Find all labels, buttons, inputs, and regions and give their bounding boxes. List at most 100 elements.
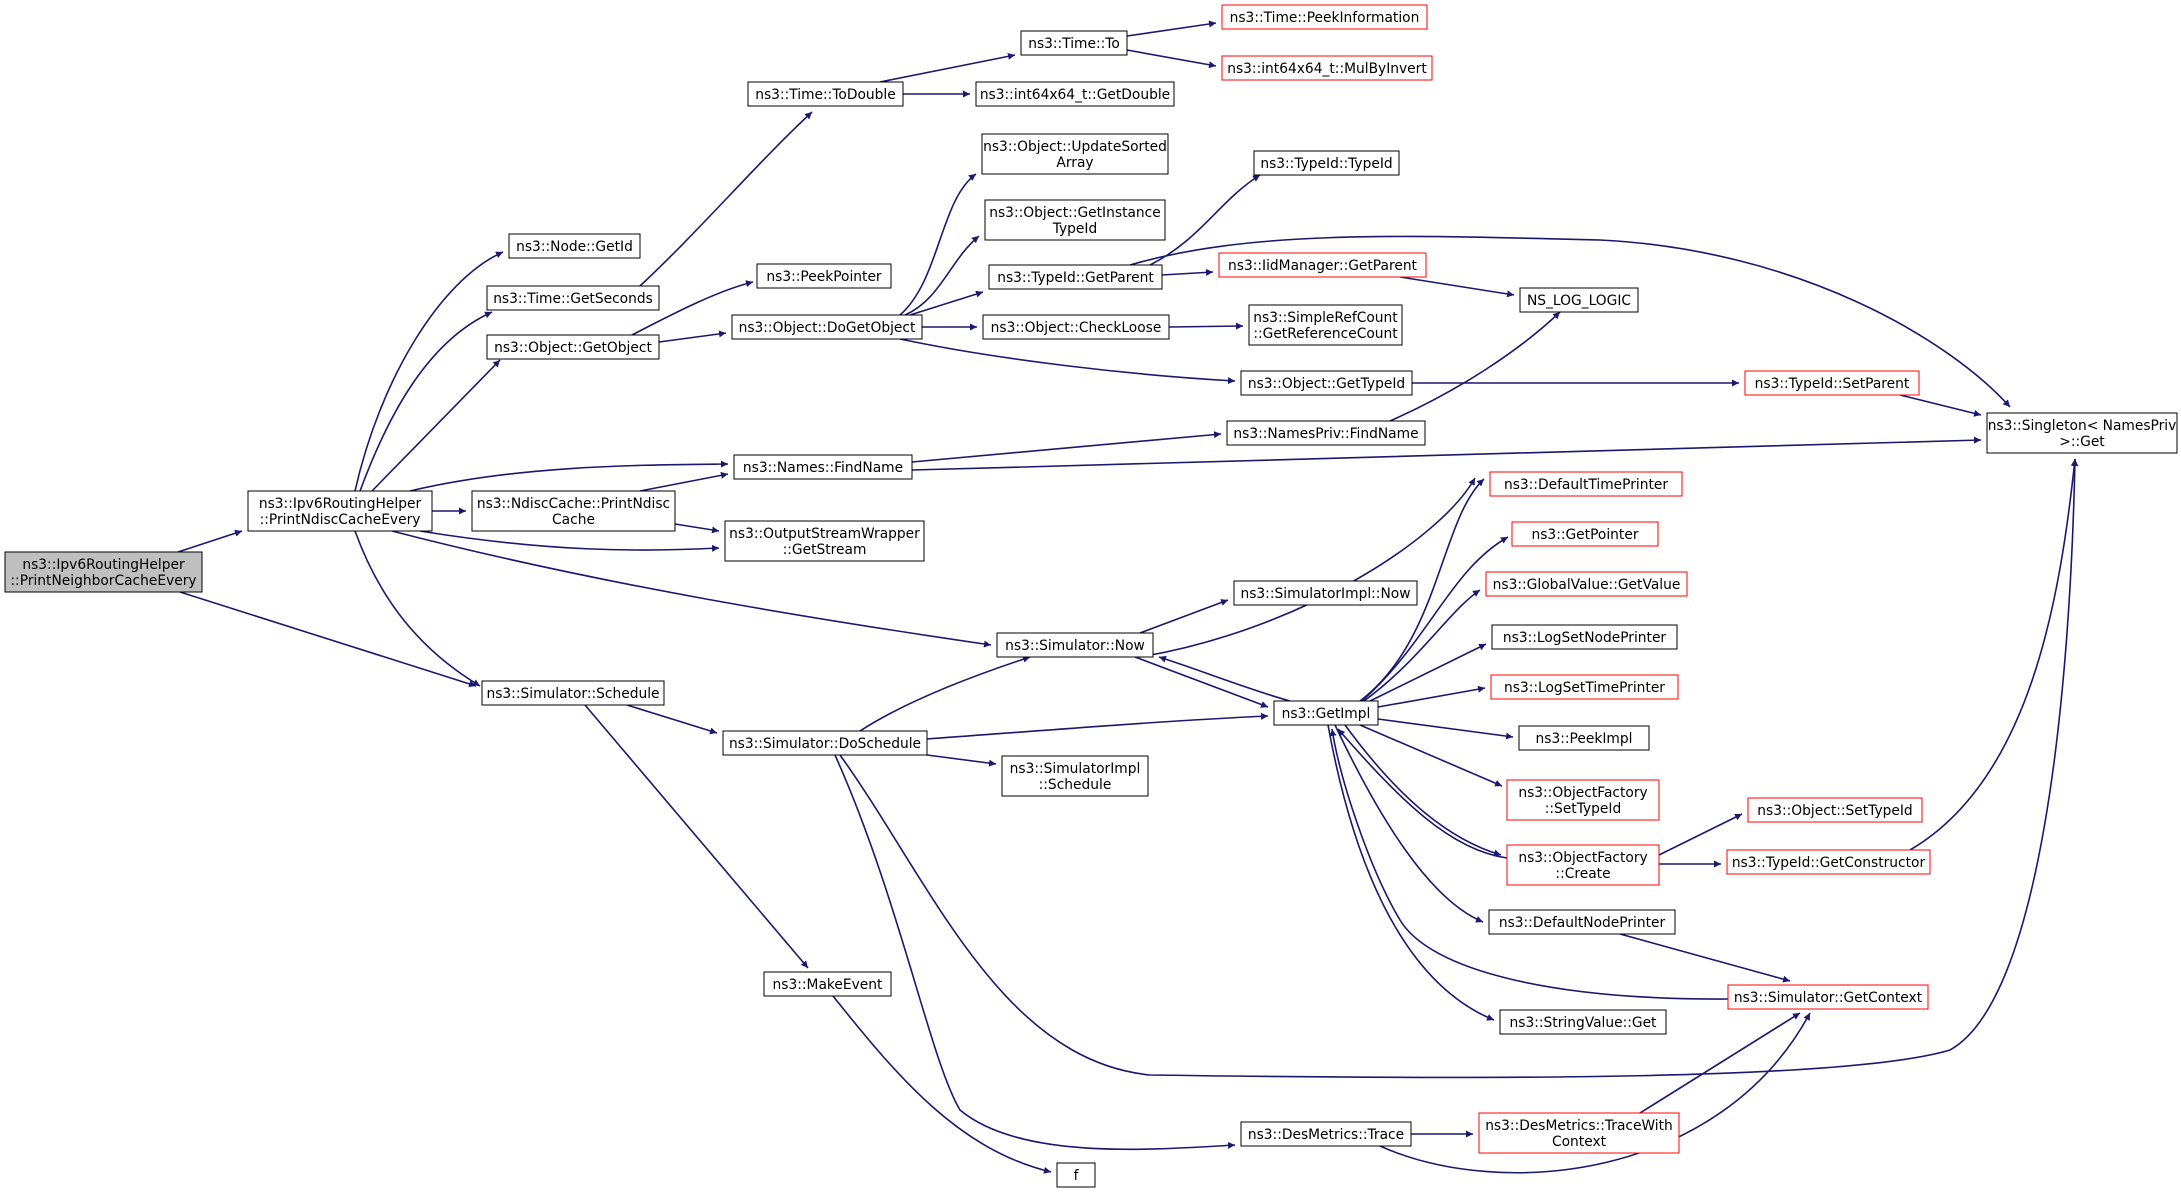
function-node-findname[interactable]: ns3::Names::FindName [733, 454, 913, 480]
call-edge-getimpl-to-logtime [1377, 685, 1486, 708]
function-node-objgettypeid[interactable]: ns3::Object::GetTypeId [1240, 370, 1413, 396]
node-label: ns3::int64x64_t::GetDouble [980, 87, 1170, 103]
call-edge-timeto-to-peekinfo [1126, 20, 1217, 37]
function-node-todouble[interactable]: ns3::Time::ToDouble [747, 81, 904, 107]
node-label: ns3::TypeId::SetParent [1755, 376, 1910, 392]
function-node-f[interactable]: f [1056, 1162, 1096, 1188]
function-node-pnce[interactable]: ns3::Ipv6RoutingHelper::PrintNdiscCacheE… [247, 490, 433, 532]
function-node-desmtrace[interactable]: ns3::DesMetrics::Trace [1240, 1121, 1412, 1147]
function-node-ofcreate[interactable]: ns3::ObjectFactory::Create [1506, 844, 1660, 886]
function-node-getrefcount[interactable]: ns3::SimpleRefCount::GetReferenceCount [1248, 304, 1403, 346]
function-node-schedule[interactable]: ns3::Simulator::Schedule [481, 680, 665, 706]
function-node-simnow[interactable]: ns3::Simulator::Now [996, 632, 1154, 658]
node-box [486, 334, 660, 360]
function-node-ndprint[interactable]: ns3::NdiscCache::PrintNdiscCache [471, 490, 676, 532]
call-edge-simnow-to-defaulttime [1139, 477, 1476, 658]
node-label: ns3::Singleton< NamesPriv [1988, 418, 2177, 434]
node-label: ns3::GetPointer [1531, 527, 1638, 543]
call-edge-setparent-to-singleton [1899, 394, 1982, 417]
function-node-stringget[interactable]: ns3::StringValue::Get [1499, 1009, 1667, 1035]
node-label: ns3::Time::PeekInformation [1230, 10, 1420, 26]
call-edge-dogetobject-to-getinstance [904, 235, 980, 316]
node-label: ns3::DefaultNodePrinter [1499, 915, 1666, 931]
call-edge-simnow-to-getimpl [1134, 656, 1269, 708]
call-edge-doschedule-to-singleton [839, 458, 2079, 1079]
function-node-doschedule[interactable]: ns3::Simulator::DoSchedule [722, 730, 928, 756]
node-label: Context [1552, 1134, 1607, 1150]
function-node-defaultnode[interactable]: ns3::DefaultNodePrinter [1488, 909, 1676, 935]
call-edge-getobject-to-dogetobject [658, 330, 727, 343]
node-box [1518, 725, 1650, 751]
node-label: ns3::Time::ToDouble [755, 87, 895, 103]
call-edge-timeto-to-mulbyinvert [1126, 49, 1217, 69]
node-label: ns3::int64x64_t::MulByInvert [1227, 61, 1427, 77]
node-box [1489, 471, 1683, 497]
function-node-peekpointer[interactable]: ns3::PeekPointer [756, 263, 892, 289]
function-node-getseconds[interactable]: ns3::Time::GetSeconds [486, 285, 660, 311]
node-label: ::Schedule [1039, 777, 1112, 793]
node-label: Cache [552, 512, 595, 528]
function-node-setparent[interactable]: ns3::TypeId::SetParent [1744, 370, 1920, 396]
node-label: ::GetReferenceCount [1253, 326, 1398, 342]
function-node-lognode[interactable]: ns3::LogSetNodePrinter [1491, 624, 1678, 650]
node-label: ns3::Simulator::DoSchedule [729, 736, 921, 752]
call-edge-getobject-to-peekpointer [631, 280, 754, 336]
node-label: ns3::StringValue::Get [1510, 1015, 1658, 1031]
node-label: ns3::SimpleRefCount [1253, 310, 1398, 326]
function-node-objsettypeid[interactable]: ns3::Object::SetTypeId [1747, 797, 1923, 823]
function-node-getid[interactable]: ns3::Node::GetId [508, 233, 641, 259]
node-label: ns3::DesMetrics::TraceWith [1485, 1118, 1673, 1134]
function-node-getconstructor[interactable]: ns3::TypeId::GetConstructor [1726, 849, 1931, 875]
node-box [731, 314, 923, 340]
function-node-gvgetvalue[interactable]: ns3::GlobalValue::GetValue [1485, 571, 1688, 597]
function-node-ofsettypeid[interactable]: ns3::ObjectFactory::SetTypeId [1506, 779, 1660, 821]
node-label: ns3::Simulator::Schedule [486, 686, 659, 702]
call-edge-tidgetparent-to-iidgetparent [1161, 268, 1214, 276]
function-node-getobject[interactable]: ns3::Object::GetObject [486, 334, 660, 360]
call-edge-doschedule-to-getimpl [926, 712, 1269, 740]
function-node-nslog[interactable]: NS_LOG_LOGIC [1519, 287, 1639, 313]
function-node-int64getdouble[interactable]: ns3::int64x64_t::GetDouble [975, 81, 1175, 107]
function-node-getstream[interactable]: ns3::OutputStreamWrapper::GetStream [724, 520, 925, 562]
function-node-npfindname[interactable]: ns3::NamesPriv::FindName [1226, 420, 1426, 446]
node-label: ns3::Simulator::GetContext [1734, 990, 1923, 1006]
node-box [1001, 755, 1149, 797]
call-edge-defaultnode-to-getcontext [1619, 933, 1791, 983]
call-edge-getseconds-to-todouble [639, 111, 813, 287]
function-node-makeevent[interactable]: ns3::MakeEvent [763, 971, 892, 997]
function-node-tidgetparent[interactable]: ns3::TypeId::GetParent [988, 264, 1163, 290]
node-box [1240, 370, 1413, 396]
node-label: ns3::PeekImpl [1536, 731, 1633, 747]
node-label: ns3::Ipv6RoutingHelper [259, 496, 422, 512]
function-node-timeto[interactable]: ns3::Time::To [1020, 30, 1128, 56]
node-label: ns3::NamesPriv::FindName [1233, 426, 1418, 442]
function-node-iidgetparent[interactable]: ns3::IidManager::GetParent [1218, 252, 1427, 278]
function-node-mulbyinvert[interactable]: ns3::int64x64_t::MulByInvert [1221, 55, 1433, 81]
function-node-getpointer[interactable]: ns3::GetPointer [1511, 521, 1659, 547]
node-label: ns3::Object::GetTypeId [1248, 376, 1405, 392]
function-node-typeidtypeid[interactable]: ns3::TypeId::TypeId [1253, 150, 1400, 176]
call-edge-getimpl-to-getpointer [1361, 536, 1509, 702]
node-box [486, 285, 660, 311]
function-node-singleton[interactable]: ns3::Singleton< NamesPriv >::Get [1986, 412, 2178, 454]
function-node-implnow[interactable]: ns3::SimulatorImpl::Now [1233, 580, 1418, 606]
function-node-peekimpl[interactable]: ns3::PeekImpl [1518, 725, 1650, 751]
node-box [1221, 55, 1433, 81]
node-label: ns3::NdiscCache::PrintNdisc [477, 496, 670, 512]
call-edge-desmtrace-to-getcontext [1379, 1012, 1811, 1174]
function-node-dogetobject[interactable]: ns3::Object::DoGetObject [731, 314, 923, 340]
node-box [1727, 984, 1929, 1010]
node-label: NS_LOG_LOGIC [1527, 293, 1631, 309]
function-node-implschedule[interactable]: ns3::SimulatorImpl::Schedule [1001, 755, 1149, 797]
function-node-getcontext[interactable]: ns3::Simulator::GetContext [1727, 984, 1929, 1010]
node-label: ns3::Object::DoGetObject [739, 320, 916, 336]
function-node-defaulttime[interactable]: ns3::DefaultTimePrinter [1489, 471, 1683, 497]
function-node-peekinfo[interactable]: ns3::Time::PeekInformation [1221, 4, 1428, 30]
function-node-logtime[interactable]: ns3::LogSetTimePrinter [1490, 674, 1679, 700]
function-node-getimpl[interactable]: ns3::GetImpl [1273, 700, 1379, 726]
function-node-checkloose[interactable]: ns3::Object::CheckLoose [982, 314, 1170, 340]
